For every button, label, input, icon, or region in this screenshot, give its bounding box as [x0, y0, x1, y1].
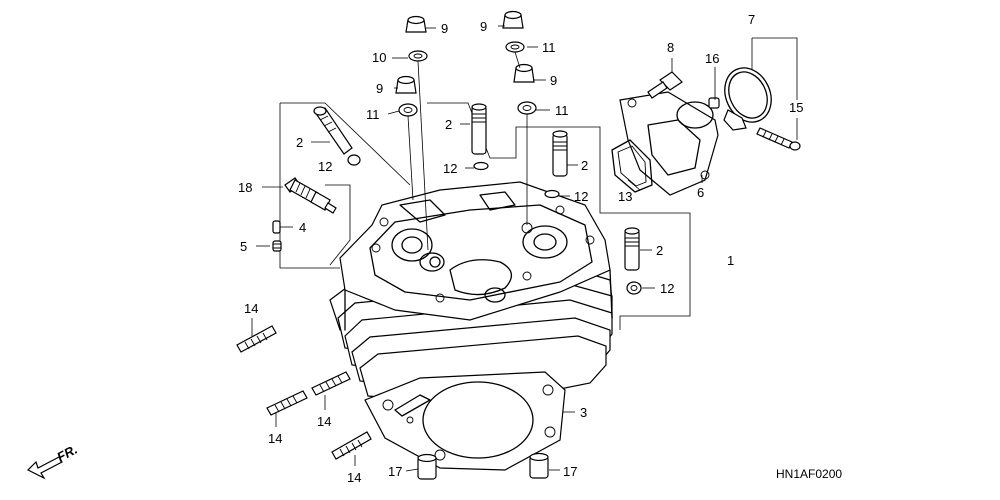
- stud-bolt-upper: [236, 325, 277, 353]
- callout-12-right: 12: [574, 189, 588, 204]
- callout-17-left: 17: [388, 464, 402, 479]
- washer-12-right: [544, 189, 560, 199]
- stud-bolt-lower: [331, 431, 372, 460]
- callout-16: 16: [705, 51, 719, 66]
- cap-nut-9-left: [395, 75, 417, 94]
- washer-12-far-right: [626, 281, 642, 295]
- long-stud-right: [552, 130, 568, 177]
- callout-3: 3: [580, 405, 587, 420]
- washer-12-center: [473, 161, 489, 171]
- diagram-code: HN1AF0200: [776, 467, 842, 481]
- callout-9-center: 9: [550, 73, 557, 88]
- cap-nut-10-stack: [405, 15, 428, 62]
- stud-bolt-mid: [311, 371, 351, 396]
- callout-9-top: 9: [480, 19, 487, 34]
- washer-11-center: [517, 101, 537, 225]
- callout-12-far-right: 12: [660, 281, 674, 296]
- callout-leaders: [251, 25, 716, 472]
- stud-line-10: [417, 60, 429, 251]
- washer-12-left: [347, 154, 361, 166]
- callout-2-center: 2: [445, 117, 452, 132]
- callout-10: 10: [372, 50, 386, 65]
- callout-11-center: 11: [555, 103, 569, 118]
- callout-13: 13: [618, 189, 632, 204]
- callout-14-upper: 14: [244, 301, 258, 316]
- callout-17-right: 17: [563, 464, 577, 479]
- stud-line-top: [514, 51, 521, 69]
- spark-plug: [284, 177, 337, 214]
- dowel-pin-left: [417, 453, 437, 480]
- callout-labels: 1 2 2 2 2 3 4 5 6 7 8 9 9 9 9 10 11 11 1…: [238, 12, 803, 485]
- callout-11-top: 11: [542, 40, 556, 55]
- callout-12-left: 12: [318, 159, 332, 174]
- intake-pipe: [619, 91, 719, 196]
- long-stud-center: [471, 103, 487, 155]
- callout-18: 18: [238, 180, 252, 195]
- callout-9-top-left: 9: [441, 21, 448, 36]
- callout-11-left: 11: [366, 107, 380, 122]
- cap-nut-9-top: [502, 10, 525, 53]
- stud-bolt-mid-left: [266, 390, 308, 416]
- long-stud-far-right: [624, 227, 640, 271]
- intake-gasket: [611, 139, 653, 193]
- callout-4: 4: [299, 220, 306, 235]
- callout-12-center: 12: [443, 161, 457, 176]
- small-pin: [272, 220, 281, 234]
- o-ring-small: [272, 240, 282, 252]
- callout-2-right: 2: [581, 158, 588, 173]
- callout-9-left: 9: [376, 81, 383, 96]
- callout-14-mid: 14: [317, 414, 331, 429]
- callout-14-mid-left: 14: [268, 431, 282, 446]
- cylinder-head: [329, 181, 613, 406]
- callout-8: 8: [667, 40, 674, 55]
- head-gasket: [364, 371, 566, 471]
- long-stud-left: [313, 106, 353, 155]
- callout-2-far-right: 2: [656, 243, 663, 258]
- callout-15: 15: [789, 100, 803, 115]
- callout-5: 5: [240, 239, 247, 254]
- callout-14-lower: 14: [347, 470, 361, 485]
- callout-2-left: 2: [296, 135, 303, 150]
- callout-1: 1: [727, 253, 734, 268]
- clamp-nut: [708, 97, 720, 109]
- dowel-pin-right: [529, 452, 549, 479]
- front-direction-arrow: FR.: [26, 442, 80, 480]
- intake-bolt: [647, 71, 683, 99]
- callout-7: 7: [748, 12, 755, 27]
- clamp-screw: [756, 127, 801, 151]
- washer-11-left: [398, 103, 418, 201]
- cap-nut-9-center: [513, 63, 535, 83]
- callout-6: 6: [697, 185, 704, 200]
- hose-clamp: [723, 67, 772, 131]
